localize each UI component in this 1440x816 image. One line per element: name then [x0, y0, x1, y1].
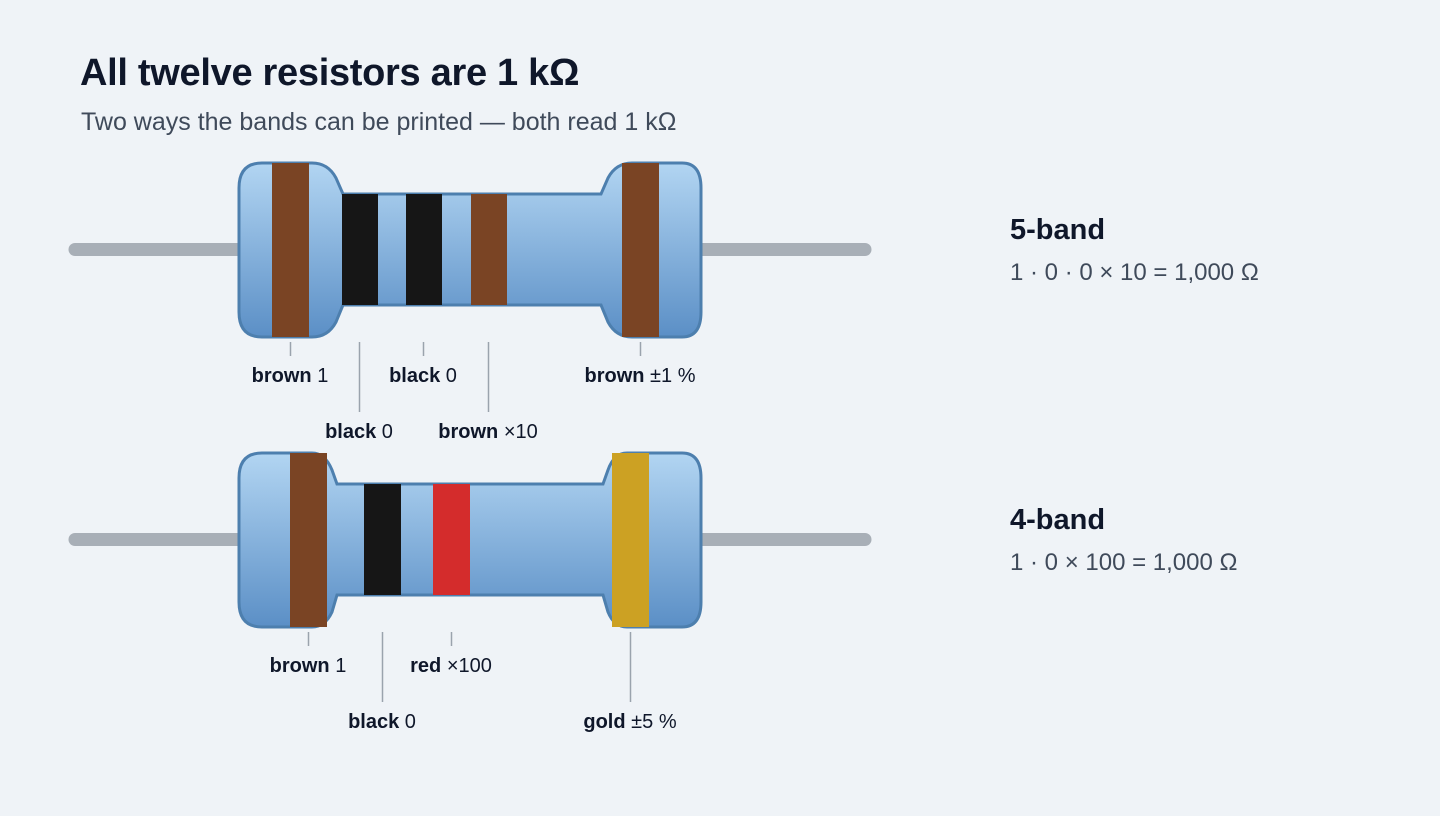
page-title: All twelve resistors are 1 kΩ [80, 52, 580, 94]
band-4 [471, 194, 507, 305]
band-label: brown ±1 % [584, 365, 695, 387]
band-label: brown ×10 [438, 421, 538, 443]
page-subtitle: Two ways the bands can be printed — both… [81, 108, 677, 136]
band-1 [272, 163, 309, 337]
five-band-title: 5-band [1010, 214, 1106, 246]
five-band-formula: 1 · 0 · 0 × 10 = 1,000 Ω [1010, 259, 1259, 286]
band-5 [622, 163, 659, 337]
band-label: gold ±5 % [583, 711, 676, 733]
band-label: black 0 [325, 421, 393, 443]
band-1 [290, 453, 327, 627]
band-4 [612, 453, 649, 627]
band-3 [433, 484, 470, 595]
band-label: black 0 [348, 711, 416, 733]
band-3 [406, 194, 442, 305]
resistor-5-band: brown 1 black 0 black 0 brown ×10 brown … [68, 161, 872, 443]
resistor-4-band: brown 1 black 0 red ×100 gold ±5 % [68, 451, 872, 733]
band-label: brown 1 [270, 655, 347, 677]
band-label: red ×100 [410, 655, 492, 677]
four-band-title: 4-band [1010, 504, 1106, 536]
band-leader-lines [307, 632, 632, 702]
band-label: black 0 [389, 365, 457, 387]
band-2 [364, 484, 401, 595]
band-leader-lines [289, 342, 642, 412]
band-2 [342, 194, 378, 305]
band-label: brown 1 [252, 365, 329, 387]
four-band-formula: 1 · 0 × 100 = 1,000 Ω [1010, 549, 1238, 576]
